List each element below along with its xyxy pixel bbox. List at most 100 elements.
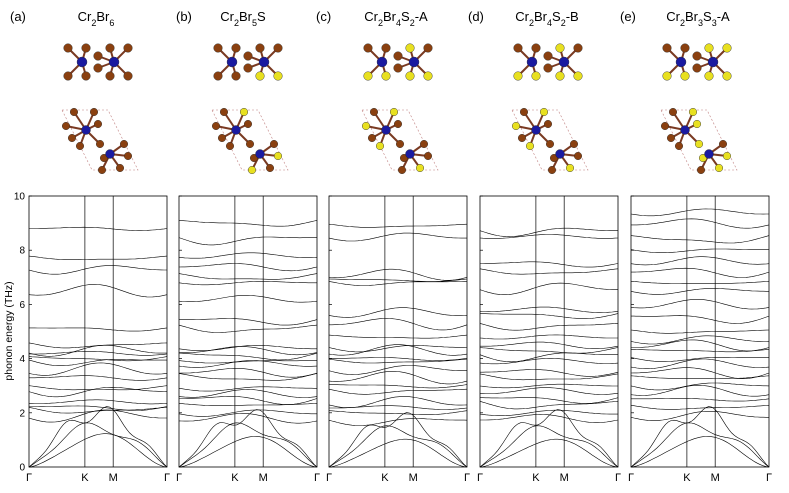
optical-band (178, 409, 317, 417)
x-tick-label: M (109, 472, 118, 484)
bromine-atom (243, 51, 253, 61)
x-tick-label: Γ (628, 472, 634, 484)
optical-band (480, 369, 619, 377)
optical-band (631, 315, 770, 324)
bromine-atom (520, 107, 529, 116)
x-tick-label: M (259, 472, 268, 484)
optical-band (178, 413, 318, 424)
bromine-atom (217, 133, 226, 142)
chromium-atom (531, 125, 541, 135)
sulfur-atom (381, 71, 391, 81)
sulfur-atom (423, 71, 433, 81)
optical-band (328, 358, 468, 364)
panel-letter: (b) (176, 9, 192, 24)
unit-cell (211, 109, 289, 171)
optical-band (328, 232, 467, 242)
x-tick-label: K (81, 472, 89, 484)
optical-band (480, 261, 619, 268)
optical-band (178, 345, 317, 352)
x-tick-label: M (560, 472, 569, 484)
crystal-structures (61, 43, 738, 174)
optical-band (29, 375, 168, 381)
bromine-atom (105, 43, 115, 53)
optical-band (480, 397, 619, 404)
bromine-atom (69, 107, 78, 116)
optical-band (29, 327, 168, 332)
panel-letter: (e) (620, 9, 636, 24)
optical-band (28, 385, 168, 391)
optical-band (328, 281, 467, 286)
acoustic-band (479, 425, 619, 468)
optical-band (329, 357, 468, 361)
chromium-atom (558, 56, 570, 68)
bromine-atom (63, 43, 73, 53)
panel-letter: (c) (316, 9, 331, 24)
chromium-atom (258, 56, 270, 68)
plot-frame (328, 195, 468, 468)
optical-band (178, 373, 318, 381)
bromine-atom (243, 63, 253, 73)
optical-band (329, 405, 468, 410)
optical-band (479, 334, 618, 340)
optical-band (630, 335, 770, 345)
x-tick-label: Γ (766, 472, 772, 484)
optical-band (329, 318, 468, 331)
optical-band (178, 403, 318, 406)
bromine-atom (62, 121, 71, 130)
optical-band (479, 401, 619, 410)
optical-band (630, 349, 770, 353)
optical-band (28, 407, 168, 414)
bromine-atom (67, 133, 76, 142)
bromine-atom (81, 71, 91, 81)
optical-band (178, 220, 318, 227)
optical-band (630, 235, 770, 244)
panel-letter: (d) (468, 9, 484, 24)
optical-band (479, 352, 618, 363)
sulfur-atom (722, 43, 732, 53)
bromine-atom (213, 43, 223, 53)
plot-frame (178, 195, 318, 468)
unit-cell (361, 109, 439, 171)
optical-band (178, 389, 318, 398)
optical-band (178, 368, 318, 378)
chromium-atom (81, 125, 91, 135)
acoustic-band (479, 438, 619, 468)
sulfur-atom (566, 163, 575, 172)
optical-band (28, 344, 167, 357)
chromium-atom (408, 56, 420, 68)
bromine-atom (574, 151, 583, 160)
optical-band (178, 236, 317, 246)
sulfur-atom (555, 71, 565, 81)
optical-band (328, 307, 468, 318)
acoustic-band (479, 409, 619, 468)
optical-band (328, 268, 468, 281)
optical-band (179, 318, 318, 326)
bromine-atom (231, 43, 241, 53)
optical-band (178, 352, 318, 361)
panel-title: Cr2Br6 (78, 9, 115, 28)
sulfur-atom (693, 119, 702, 128)
optical-band (328, 223, 468, 228)
bromine-atom (423, 43, 433, 53)
bromine-atom (573, 43, 583, 53)
bromine-atom (219, 107, 228, 116)
sulfur-atom (274, 151, 283, 160)
optical-band (630, 405, 770, 410)
x-tick-label: K (532, 472, 540, 484)
optical-band (178, 360, 318, 368)
optical-band (630, 385, 770, 397)
optical-band (630, 375, 770, 379)
sulfur-atom (376, 141, 385, 150)
y-tick-label: 6 (19, 300, 25, 311)
optical-band (631, 218, 770, 229)
optical-band (28, 255, 168, 260)
sulfur-atom (513, 71, 523, 81)
optical-band (480, 414, 619, 423)
bromine-atom (255, 43, 265, 53)
chromium-atom (405, 149, 415, 159)
optical-band (178, 295, 318, 303)
bromine-atom (97, 165, 106, 174)
optical-band (178, 263, 318, 272)
